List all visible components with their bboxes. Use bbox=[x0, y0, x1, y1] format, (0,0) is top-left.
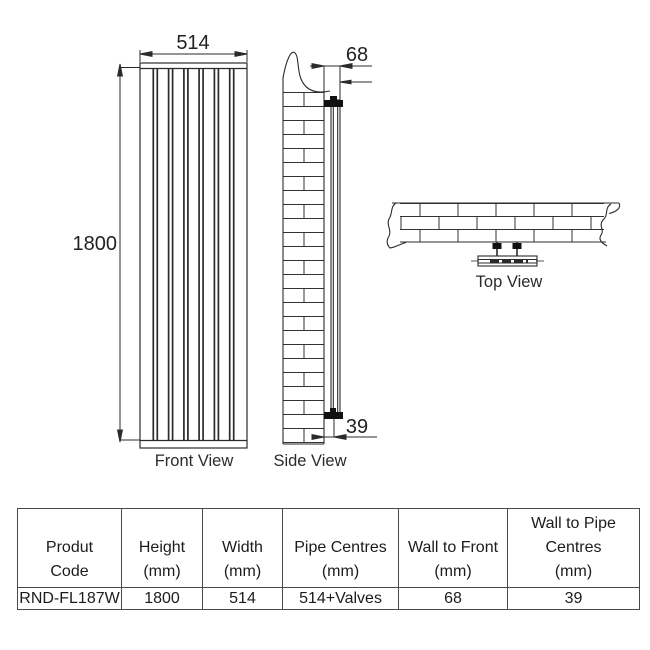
arrowhead-up-icon bbox=[116, 63, 124, 77]
front-panel-slats bbox=[152, 68, 235, 440]
side-view bbox=[282, 51, 377, 445]
cell-pipe-centres: 514+Valves bbox=[282, 587, 399, 610]
header-wall-to-pipe-centres: Wall to Pipe Centres (mm) bbox=[507, 508, 640, 588]
header-wall-to-front: Wall to Front (mm) bbox=[398, 508, 508, 588]
front-view bbox=[116, 50, 248, 449]
cell-wall-to-pipe-centres: 39 bbox=[507, 587, 640, 610]
top-view-label: Top View bbox=[476, 273, 543, 291]
side-wall-bricks bbox=[283, 92, 324, 444]
specification-table: Produt Code Height (mm) Width (mm) Pipe … bbox=[17, 508, 640, 610]
header-product-code: Produt Code bbox=[17, 508, 122, 588]
table-row: RND-FL187W 1800 514 514+Valves 68 39 bbox=[17, 587, 640, 610]
header-pipe-centres: Pipe Centres (mm) bbox=[282, 508, 399, 588]
front-height-dimension bbox=[116, 63, 140, 443]
side-bracket-top bbox=[324, 96, 343, 107]
arrowhead-down-icon bbox=[116, 429, 124, 443]
front-height-value: 1800 bbox=[73, 233, 118, 255]
front-width-dimension bbox=[139, 50, 248, 62]
side-wall-to-pipe-dimension bbox=[311, 419, 377, 441]
arrowhead-right-icon bbox=[234, 50, 248, 58]
arrowhead-left-icon bbox=[339, 62, 353, 70]
top-wall-bricks bbox=[400, 203, 604, 242]
table-header-row: Produt Code Height (mm) Width (mm) Pipe … bbox=[17, 508, 640, 588]
top-radiator bbox=[471, 255, 544, 267]
arrowhead-right-icon bbox=[311, 433, 325, 441]
arrowhead-left-icon bbox=[139, 50, 153, 58]
technical-drawing: 514 1800 Front View bbox=[73, 32, 621, 470]
side-wall-to-front-value: 68 bbox=[346, 44, 368, 66]
side-wall-to-front-dimension bbox=[310, 62, 372, 100]
cell-wall-to-front: 68 bbox=[398, 587, 508, 610]
top-wall-right-break bbox=[599, 203, 612, 247]
top-wall-tip-curl bbox=[608, 202, 621, 215]
arrowhead-left-icon bbox=[339, 79, 352, 85]
arrowhead-left-icon bbox=[333, 433, 347, 441]
cell-product-code: RND-FL187W bbox=[17, 587, 122, 610]
top-brackets bbox=[492, 242, 522, 257]
top-view bbox=[386, 202, 621, 267]
header-height: Height (mm) bbox=[121, 508, 203, 588]
side-wall-break-curve bbox=[282, 51, 331, 93]
side-wall-to-pipe-value: 39 bbox=[346, 416, 368, 438]
front-width-value: 514 bbox=[176, 32, 209, 54]
front-radiator-outline bbox=[139, 62, 248, 449]
header-width: Width (mm) bbox=[202, 508, 283, 588]
top-wall-left-break bbox=[386, 202, 407, 249]
cell-height: 1800 bbox=[121, 587, 203, 610]
side-bracket-bottom bbox=[324, 408, 343, 419]
front-view-label: Front View bbox=[155, 452, 234, 470]
side-radiator-outline bbox=[330, 99, 341, 419]
side-view-label: Side View bbox=[273, 452, 346, 470]
cell-width: 514 bbox=[202, 587, 283, 610]
arrowhead-right-icon bbox=[311, 62, 325, 70]
